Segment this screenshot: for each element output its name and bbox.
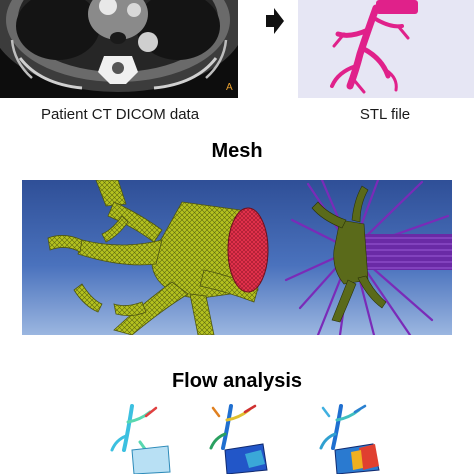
mesh-panel bbox=[22, 180, 452, 335]
stl-model-panel bbox=[298, 0, 474, 98]
mesh-title: Mesh bbox=[211, 140, 263, 162]
flow-result-1 bbox=[110, 402, 172, 474]
flow-result-2 bbox=[205, 402, 269, 474]
ct-scan-panel: A bbox=[0, 0, 238, 98]
ct-caption: Patient CT DICOM data bbox=[40, 106, 200, 123]
right-arrow-icon bbox=[264, 6, 286, 36]
flow-title: Flow analysis bbox=[171, 370, 303, 392]
ct-corner-letter: A bbox=[226, 82, 233, 93]
flow-result-3 bbox=[315, 402, 381, 474]
stl-caption: STL file bbox=[359, 106, 411, 123]
